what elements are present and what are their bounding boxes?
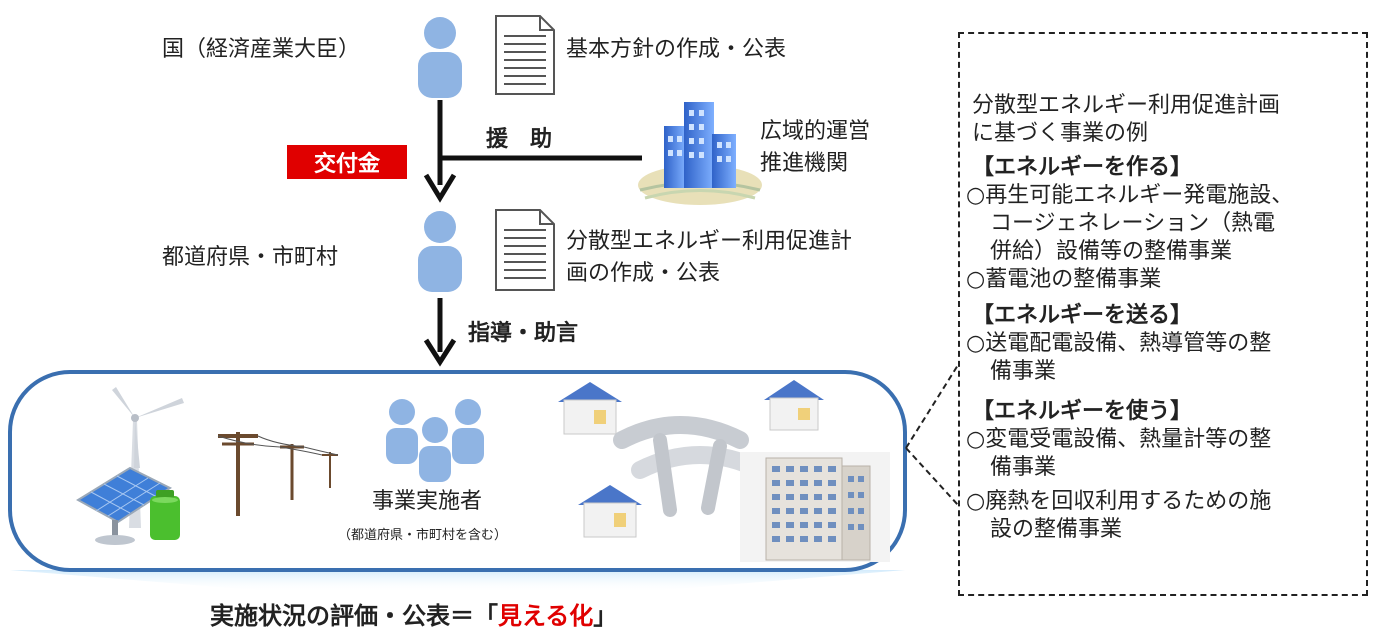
make-item1-line2: コージェネレーション（熱電 [990,211,1276,236]
implementer-frame [8,370,907,572]
make-item2: ○蓄電池の整備事業 [966,267,1162,292]
house-icon-bottom [578,485,642,538]
use-item1-line2: 備事業 [990,455,1057,480]
person-icon-government [418,17,462,98]
house-icon-top-left [558,382,622,435]
local-plan-label-line2: 画の作成・公表 [566,261,721,286]
organization-name-line1: 広域的運営 [760,119,871,144]
use-item1-line1: ○変電受電設備、熱量計等の整 [966,427,1272,452]
use-item2-line1: ○廃熱を回収利用するための施 [966,489,1272,514]
solar-panel-icon [76,466,173,545]
power-line-icon [217,435,339,456]
house-icon-top-right [764,380,824,431]
make-item1-line1: ○再生可能エネルギー発電施設、 [966,183,1294,208]
document-icon-local-plan [495,209,555,291]
send-item1-line2: 備事業 [990,359,1057,384]
implementer-label: 事業実施者 [372,489,483,514]
dashed-connector-top [905,364,959,449]
use-item2-line2: 設の整備事業 [990,517,1123,542]
person-icon-local [418,211,462,292]
project-examples-box [958,32,1368,596]
document-icon-basic-policy [495,15,555,95]
heading-use-energy: 【エネルギーを使う】 [972,399,1193,424]
local-government-label: 都道府県・市町村 [162,245,339,270]
heading-make-energy: 【エネルギーを作る】 [972,155,1193,180]
heading-send-energy: 【エネルギーを送る】 [972,303,1193,328]
local-plan-label-line1: 分散型エネルギー利用促進計 [566,229,853,254]
make-item1-line3: 併給）設備等の整備事業 [990,239,1233,264]
guidance-label: 指導・助言 [468,321,579,346]
utility-pole-icon [218,432,338,516]
government-label: 国（経済産業大臣） [162,37,361,62]
office-building-icon [638,102,762,205]
visualization-caption: 実施状況の評価・公表＝「見える化」 [210,596,617,631]
people-group-icon [386,399,484,482]
implementer-note: （都道府県・市町村を含む） [338,528,508,543]
basic-policy-label: 基本方針の作成・公表 [566,37,787,62]
support-label: 援 助 [486,127,553,152]
caption-prefix: 実施状況の評価・公表＝「 [210,602,498,630]
apartment-building-icon [740,452,890,562]
grant-badge: 交付金 [287,145,407,179]
battery-icon [150,490,180,540]
sidebar-intro-line1: 分散型エネルギー利用促進計画 [972,93,1281,118]
arrow-head-2 [423,338,457,367]
fade-shadow [10,570,905,592]
arrow-head-1 [423,173,457,203]
caption-suffix: 」 [593,602,618,630]
sidebar-intro-line2: に基づく事業の例 [972,121,1149,146]
caption-highlight: 見える化 [498,602,594,630]
dashed-connector-bottom [905,447,959,506]
send-item1-line1: ○送電配電設備、熱導管等の整 [966,331,1272,356]
organization-name-line2: 推進機関 [760,151,849,176]
heat-pipe-icon [613,416,769,517]
